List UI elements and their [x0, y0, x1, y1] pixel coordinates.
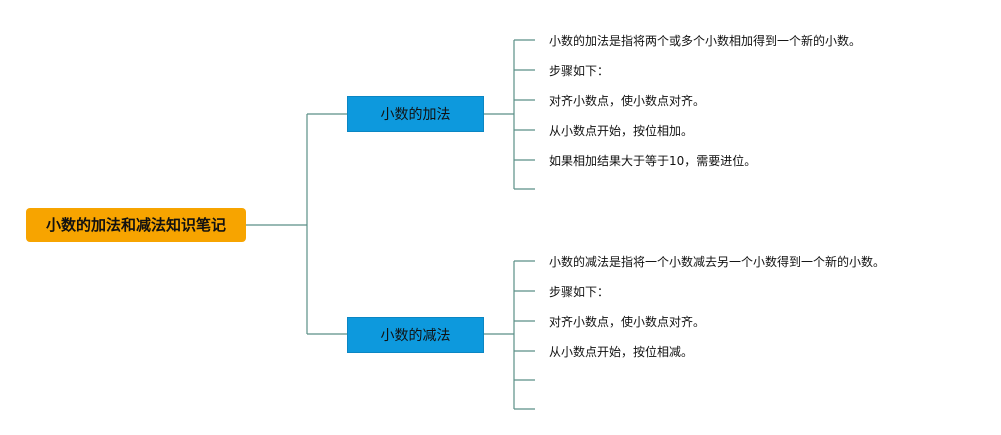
leaf-subtraction-step-subtract[interactable]: 从小数点开始，按位相减。: [549, 345, 694, 359]
leaf-subtraction-definition[interactable]: 小数的减法是指将一个小数减去另一个小数得到一个新的小数。: [549, 255, 886, 269]
branch-topic-subtraction[interactable]: 小数的减法: [347, 317, 484, 353]
leaf-addition-step-add[interactable]: 从小数点开始，按位相加。: [549, 124, 694, 138]
leaf-addition-steps-heading[interactable]: 步骤如下：: [549, 64, 610, 78]
leaf-addition-step-align[interactable]: 对齐小数点，使小数点对齐。: [549, 94, 706, 108]
root-topic[interactable]: 小数的加法和减法知识笔记: [26, 208, 246, 242]
branch-topic-addition[interactable]: 小数的加法: [347, 96, 484, 132]
leaf-addition-step-carry[interactable]: 如果相加结果大于等于10，需要进位。: [549, 154, 757, 168]
leaf-subtraction-step-align[interactable]: 对齐小数点，使小数点对齐。: [549, 315, 706, 329]
leaf-addition-definition[interactable]: 小数的加法是指将两个或多个小数相加得到一个新的小数。: [549, 34, 862, 48]
leaf-subtraction-steps-heading[interactable]: 步骤如下：: [549, 285, 610, 299]
